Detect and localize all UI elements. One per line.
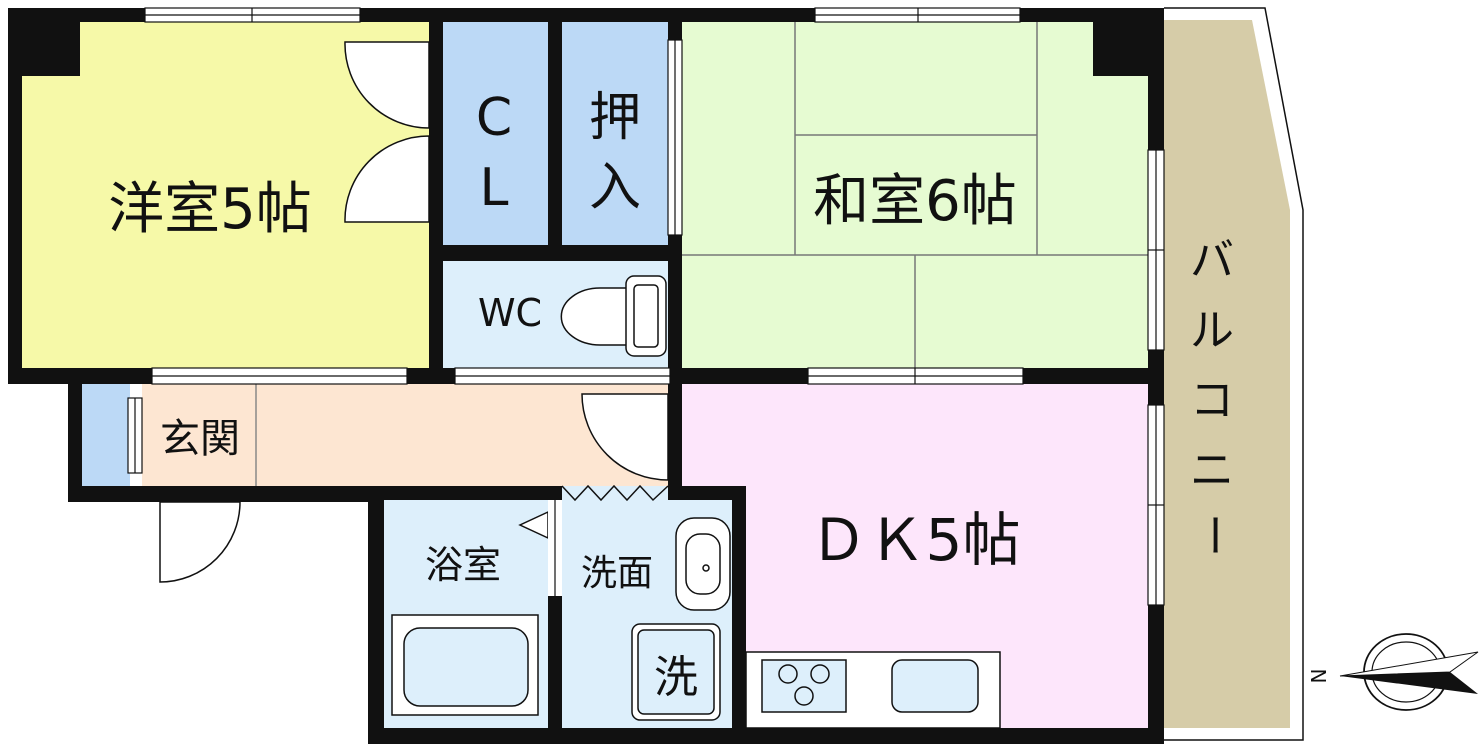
balcony-label-5: ー xyxy=(1188,513,1239,557)
balcony-label-1: バ xyxy=(1190,235,1234,286)
washer-fixture xyxy=(631,623,721,721)
stove-burner xyxy=(810,664,830,684)
japanese-room-label: 和室6帖 xyxy=(813,169,1017,234)
kitchen-counter xyxy=(745,651,1001,729)
doors xyxy=(159,41,669,583)
stove-burner xyxy=(794,686,814,706)
balcony-label-2: ル xyxy=(1190,305,1234,356)
washer-label: 洗 xyxy=(654,652,698,703)
balcony-label-3: コ xyxy=(1190,375,1234,426)
balcony-label-4: ニ xyxy=(1190,445,1234,496)
stove-burner xyxy=(778,664,798,684)
windows xyxy=(127,7,1165,606)
western-room-label: 洋室5帖 xyxy=(108,177,312,242)
oshiire-label-1: 押 xyxy=(589,88,641,148)
kitchen-sink xyxy=(891,659,979,713)
accordion-door xyxy=(561,484,669,502)
closet-fill xyxy=(440,20,550,248)
entrance-label: 玄関 xyxy=(160,416,240,462)
toilet-fixture xyxy=(560,275,667,357)
oshiire-label-2: 入 xyxy=(589,158,641,218)
balcony-outline xyxy=(1164,7,1304,741)
wash-basin xyxy=(675,517,731,611)
washroom-label: 洗面 xyxy=(581,553,653,594)
entrance-shoe-box xyxy=(82,383,130,486)
balcony-fill xyxy=(1162,20,1290,728)
closet-label-l: L xyxy=(480,158,509,218)
bathtub xyxy=(391,614,539,716)
dk-label: ＤＫ5帖 xyxy=(810,506,1021,574)
north-label: N xyxy=(1306,669,1330,684)
tatami-lines xyxy=(680,20,1150,370)
bath-label: 浴室 xyxy=(425,543,501,587)
oshiire-fill xyxy=(560,20,672,248)
wc-label: WC xyxy=(478,291,542,335)
closet-label-c: C xyxy=(476,88,512,148)
compass-icon xyxy=(1339,633,1479,711)
